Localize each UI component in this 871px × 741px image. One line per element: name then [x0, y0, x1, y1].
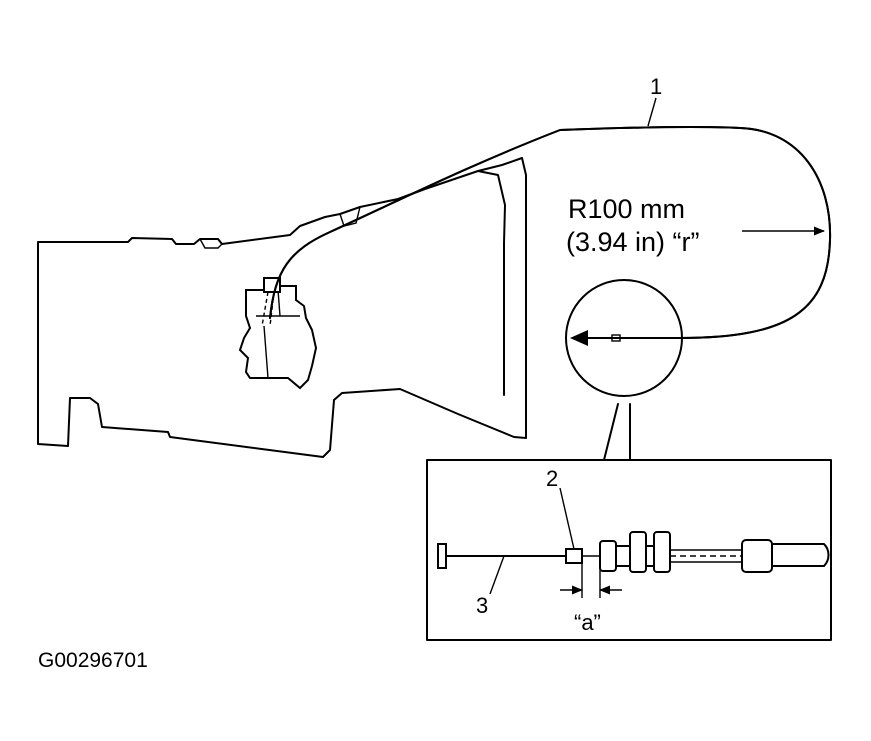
- detail-magnifier-circle: [565, 279, 683, 397]
- callout-3-label: 3: [476, 593, 488, 618]
- dimension-a-label: “a”: [574, 610, 601, 635]
- callout-1-leader: [647, 97, 657, 127]
- shift-cable: [261, 125, 832, 339]
- valve-body-bracket: [238, 277, 318, 390]
- bend-radius-line2: (3.94 in) “r”: [566, 227, 700, 257]
- figure-id: G00296701: [38, 649, 148, 672]
- callout-1-label: 1: [650, 74, 662, 99]
- callout-2-label: 2: [546, 466, 558, 491]
- bend-radius-line1: R100 mm: [568, 194, 685, 224]
- transmission-housing: [37, 157, 527, 458]
- detail-inset-box: [426, 459, 832, 641]
- detail-connector: [603, 403, 631, 461]
